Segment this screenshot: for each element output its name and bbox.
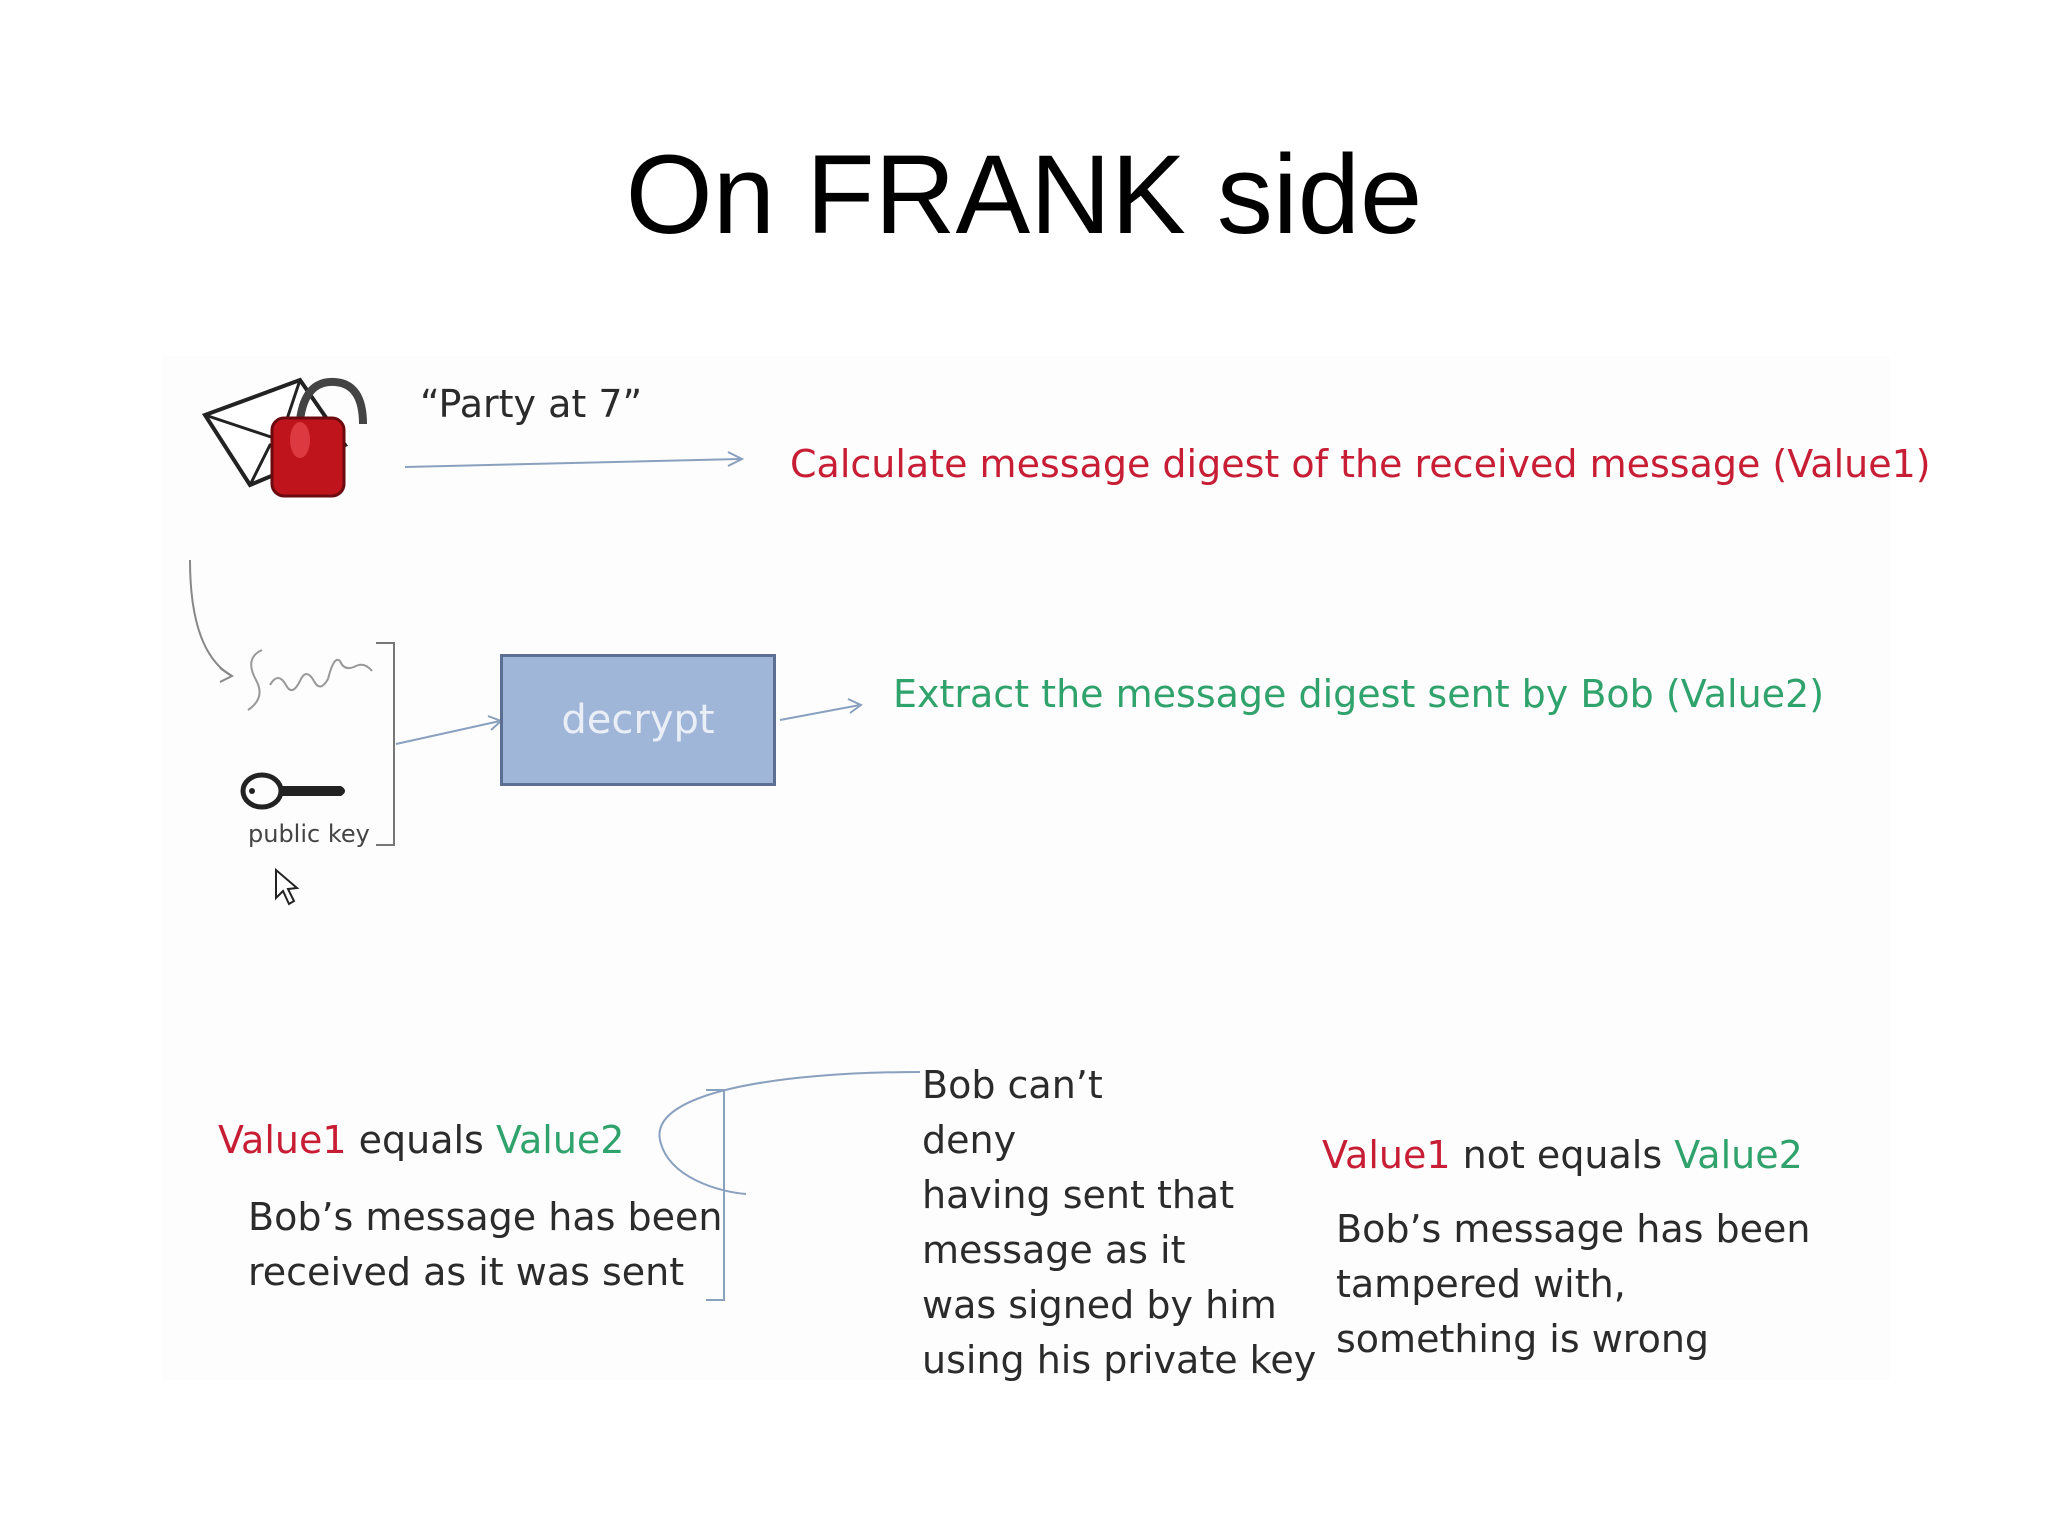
equal-line-2: received as it was sent: [248, 1250, 685, 1294]
cursor-icon: [275, 867, 300, 906]
note-line-2: deny: [922, 1118, 1017, 1162]
unequal-line-1: Bob’s message has been: [1336, 1207, 1811, 1251]
note-bracket: [658, 1071, 921, 1301]
equal-value1: Value1: [218, 1118, 347, 1162]
note-line-5: was signed by him: [922, 1283, 1277, 1327]
note-line-1: Bob can’t: [922, 1063, 1103, 1107]
unequal-value2: Value2: [1674, 1133, 1803, 1177]
step-extract-digest: Extract the message digest sent by Bob (…: [893, 672, 1825, 716]
key-icon: [240, 772, 345, 810]
locked-envelope-icon: [201, 377, 367, 498]
diagram-panel: [162, 356, 1890, 1380]
equal-case-heading: Value1 equals Value2: [218, 1118, 624, 1162]
equal-line-1: Bob’s message has been: [248, 1195, 723, 1239]
inputs-bracket: [376, 642, 395, 846]
arrow-to-extract: [779, 698, 863, 721]
note-line-3: having sent that: [922, 1173, 1235, 1217]
equal-value2: Value2: [495, 1118, 625, 1162]
public-key-label: public key: [248, 820, 370, 848]
unequal-value1: Value1: [1322, 1133, 1451, 1177]
non-repudiation-note: Bob can’t deny having sent that message …: [922, 1058, 1316, 1388]
message-quote: “Party at 7”: [420, 382, 643, 426]
decrypt-box: decrypt: [500, 654, 776, 786]
arrow-to-signature: [189, 559, 234, 683]
note-line-4: message as it: [922, 1228, 1186, 1272]
unequal-case-heading: Value1 not equals Value2: [1322, 1133, 1803, 1177]
signature-icon: [247, 649, 373, 711]
unequal-line-2: tampered with,: [1336, 1262, 1626, 1306]
arrow-to-digest: [404, 451, 745, 468]
equal-relation: equals: [358, 1118, 484, 1162]
note-line-6: using his private key: [922, 1338, 1317, 1382]
slide-title: On FRANK side: [625, 132, 1423, 257]
unequal-case-description: Bob’s message has been tampered with, so…: [1336, 1202, 1810, 1367]
step-calculate-digest: Calculate message digest of the received…: [790, 442, 1931, 486]
equal-case-description: Bob’s message has been received as it wa…: [248, 1190, 722, 1300]
unequal-relation: not equals: [1462, 1133, 1663, 1177]
unequal-line-3: something is wrong: [1336, 1317, 1710, 1361]
arrow-to-decrypt: [395, 715, 503, 745]
